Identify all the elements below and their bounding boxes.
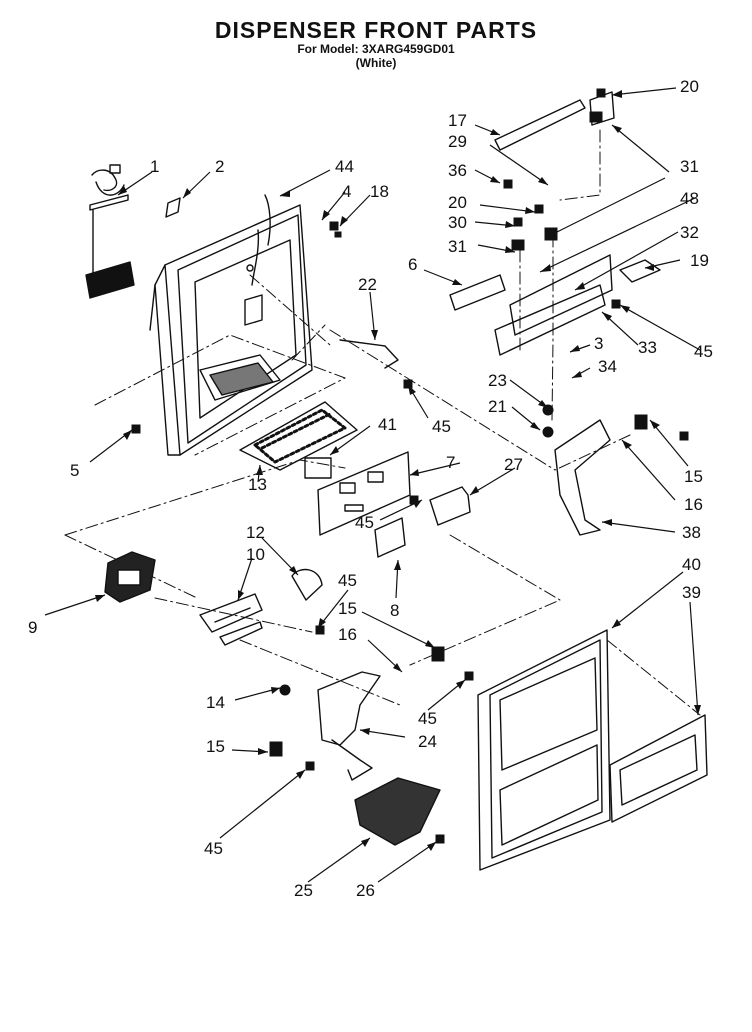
- callout-21: 21: [488, 397, 507, 416]
- part-control-panel: [317, 451, 411, 536]
- callout-27: 27: [504, 455, 523, 474]
- part-cup-25: [354, 777, 441, 846]
- part-plate-6: [449, 274, 506, 311]
- callout-25: 25: [294, 881, 313, 900]
- callout-36: 36: [448, 161, 467, 180]
- part-clip: [165, 197, 181, 218]
- part-plate-19: [619, 259, 661, 283]
- callout-15-left: 15: [206, 737, 225, 756]
- callout-41: 41: [378, 415, 397, 434]
- callout-12: 12: [246, 523, 265, 542]
- callout-31-right: 31: [680, 157, 699, 176]
- model-line: For Model: 3XARG459GD01: [297, 42, 455, 56]
- callout-45-left: 45: [204, 839, 223, 858]
- callout-20: 20: [448, 193, 467, 212]
- callout-39: 39: [682, 583, 701, 602]
- header: DISPENSER FRONT PARTS For Model: 3XARG45…: [0, 18, 752, 70]
- callout-1: 1: [150, 157, 159, 176]
- part-mount-32: [509, 254, 613, 336]
- callout-33: 33: [638, 338, 657, 357]
- callout-7: 7: [446, 453, 455, 472]
- color-line: (White): [355, 56, 397, 70]
- part-actuator-24: [317, 671, 381, 781]
- callout-6: 6: [408, 255, 417, 274]
- screws: [131, 88, 689, 844]
- callout-17: 17: [448, 111, 467, 130]
- callout-15-right: 15: [684, 467, 703, 486]
- callout-9: 9: [28, 618, 37, 637]
- callout-20-top: 20: [680, 77, 699, 96]
- callout-16-right: 16: [684, 495, 703, 514]
- part-grille: [239, 401, 358, 471]
- arrow-heads: [95, 90, 701, 851]
- callout-8: 8: [390, 601, 399, 620]
- guide-lines: [64, 129, 701, 716]
- callout-34: 34: [598, 357, 617, 376]
- part-bracket-27: [429, 486, 471, 526]
- callout-23: 23: [488, 371, 507, 390]
- callout-24: 24: [418, 732, 437, 751]
- callout-15-mid: 15: [338, 599, 357, 618]
- callout-2: 2: [215, 157, 224, 176]
- part-housing-frame: [149, 194, 313, 456]
- callout-13: 13: [248, 475, 267, 494]
- callout-16-mid: 16: [338, 625, 357, 644]
- callout-45-lower: 45: [418, 709, 437, 728]
- part-strip-17: [494, 99, 586, 151]
- callout-29: 29: [448, 132, 467, 151]
- part-arm-38: [554, 419, 611, 536]
- callout-45-lever: 45: [338, 571, 357, 590]
- part-trim-panel-40: [477, 629, 611, 871]
- part-plate-8: [374, 517, 406, 558]
- callout-14: 14: [206, 693, 225, 712]
- callout-10: 10: [246, 545, 265, 564]
- callout-26: 26: [356, 881, 375, 900]
- callout-44: 44: [335, 157, 354, 176]
- callout-40: 40: [682, 555, 701, 574]
- callout-30: 30: [448, 213, 467, 232]
- callout-45-mid: 45: [432, 417, 451, 436]
- callout-38: 38: [682, 523, 701, 542]
- page-title: DISPENSER FRONT PARTS: [214, 17, 538, 43]
- callout-19: 19: [690, 251, 709, 270]
- part-switch: [104, 551, 156, 603]
- callout-18: 18: [370, 182, 389, 201]
- callout-31-left: 31: [448, 237, 467, 256]
- callout-4: 4: [342, 182, 351, 201]
- part-bracket-10: [199, 593, 263, 633]
- callout-3: 3: [594, 334, 603, 353]
- part-frame-39: [609, 714, 708, 823]
- part-lever-22: [339, 339, 399, 369]
- callouts: 1 2 44 4 18 17 29 36 20 20 30 31 31 48 3…: [28, 77, 713, 900]
- part-pad: [304, 457, 332, 479]
- callout-22: 22: [358, 275, 377, 294]
- callout-48: 48: [680, 189, 699, 208]
- callout-5: 5: [70, 461, 79, 480]
- callout-45-right: 45: [694, 342, 713, 361]
- callout-45-panel: 45: [355, 513, 374, 532]
- part-wire-bracket: [85, 164, 135, 299]
- callout-32: 32: [680, 223, 699, 242]
